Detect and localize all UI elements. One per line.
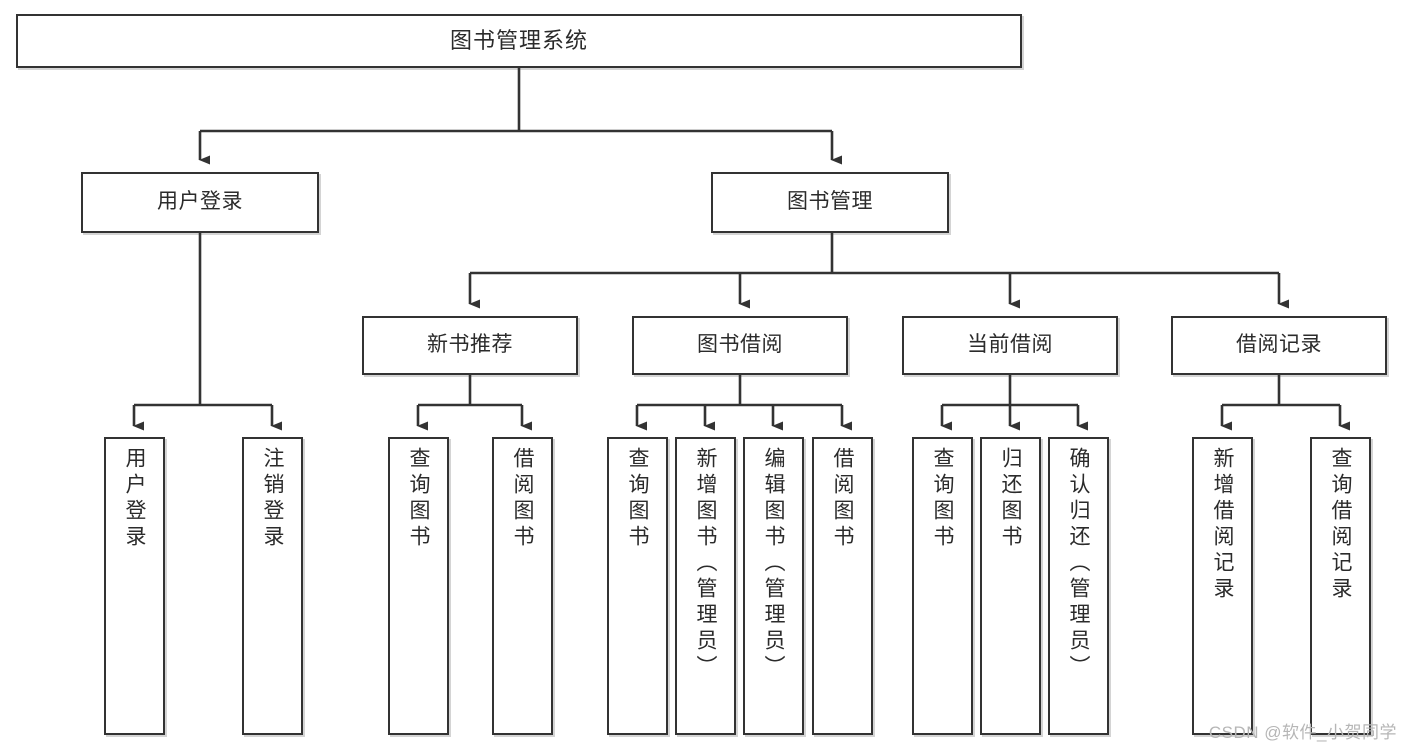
node-leaf-query-borrow-record[interactable]: 查询借阅记录 xyxy=(1310,437,1371,735)
csdn-watermark: CSDN @软件_小贺同学 xyxy=(1208,723,1397,742)
node-leaf-add-book-admin-label: 新增图书（管理员） xyxy=(694,447,717,681)
node-book-borrow-label: 图书借阅 xyxy=(697,333,783,357)
node-leaf-add-borrow-record-label: 新增借阅记录 xyxy=(1211,447,1234,603)
node-leaf-query-borrow-record-label: 查询借阅记录 xyxy=(1329,447,1352,603)
node-leaf-logout-label: 注销登录 xyxy=(261,447,284,551)
node-leaf-return-book[interactable]: 归还图书 xyxy=(980,437,1041,735)
node-leaf-user-login[interactable]: 用户登录 xyxy=(104,437,165,735)
node-leaf-return-book-label: 归还图书 xyxy=(999,447,1022,551)
node-leaf-edit-book-admin-label: 编辑图书（管理员） xyxy=(762,447,785,681)
node-borrow-record[interactable]: 借阅记录 xyxy=(1171,316,1387,375)
node-leaf-query-book-new[interactable]: 查询图书 xyxy=(388,437,449,735)
node-leaf-query-book-borrow[interactable]: 查询图书 xyxy=(607,437,668,735)
node-leaf-confirm-return-admin[interactable]: 确认归还（管理员） xyxy=(1048,437,1109,735)
node-book-borrow[interactable]: 图书借阅 xyxy=(632,316,848,375)
node-new-book-recommend[interactable]: 新书推荐 xyxy=(362,316,578,375)
node-book-management-label: 图书管理 xyxy=(787,190,873,214)
node-leaf-borrow-book-label: 借阅图书 xyxy=(831,447,854,551)
node-borrow-record-label: 借阅记录 xyxy=(1236,333,1322,357)
node-root-system[interactable]: 图书管理系统 xyxy=(16,14,1022,68)
node-book-management[interactable]: 图书管理 xyxy=(711,172,949,233)
node-current-borrow-label: 当前借阅 xyxy=(967,333,1053,357)
node-root-system-label: 图书管理系统 xyxy=(449,28,588,54)
node-leaf-borrow-book-new-label: 借阅图书 xyxy=(511,447,534,551)
node-new-book-recommend-label: 新书推荐 xyxy=(427,333,513,357)
node-leaf-query-book-new-label: 查询图书 xyxy=(407,447,430,551)
node-user-login-label: 用户登录 xyxy=(157,190,243,214)
node-leaf-query-book-borrow-label: 查询图书 xyxy=(626,447,649,551)
node-leaf-confirm-return-admin-label: 确认归还（管理员） xyxy=(1067,447,1090,681)
node-leaf-borrow-book-new[interactable]: 借阅图书 xyxy=(492,437,553,735)
node-leaf-user-login-label: 用户登录 xyxy=(123,447,146,551)
node-leaf-logout[interactable]: 注销登录 xyxy=(242,437,303,735)
node-leaf-add-book-admin[interactable]: 新增图书（管理员） xyxy=(675,437,736,735)
node-current-borrow[interactable]: 当前借阅 xyxy=(902,316,1118,375)
node-user-login[interactable]: 用户登录 xyxy=(81,172,319,233)
node-leaf-query-book-current-label: 查询图书 xyxy=(931,447,954,551)
node-leaf-query-book-current[interactable]: 查询图书 xyxy=(912,437,973,735)
node-leaf-borrow-book[interactable]: 借阅图书 xyxy=(812,437,873,735)
node-leaf-add-borrow-record[interactable]: 新增借阅记录 xyxy=(1192,437,1253,735)
node-leaf-edit-book-admin[interactable]: 编辑图书（管理员） xyxy=(743,437,804,735)
